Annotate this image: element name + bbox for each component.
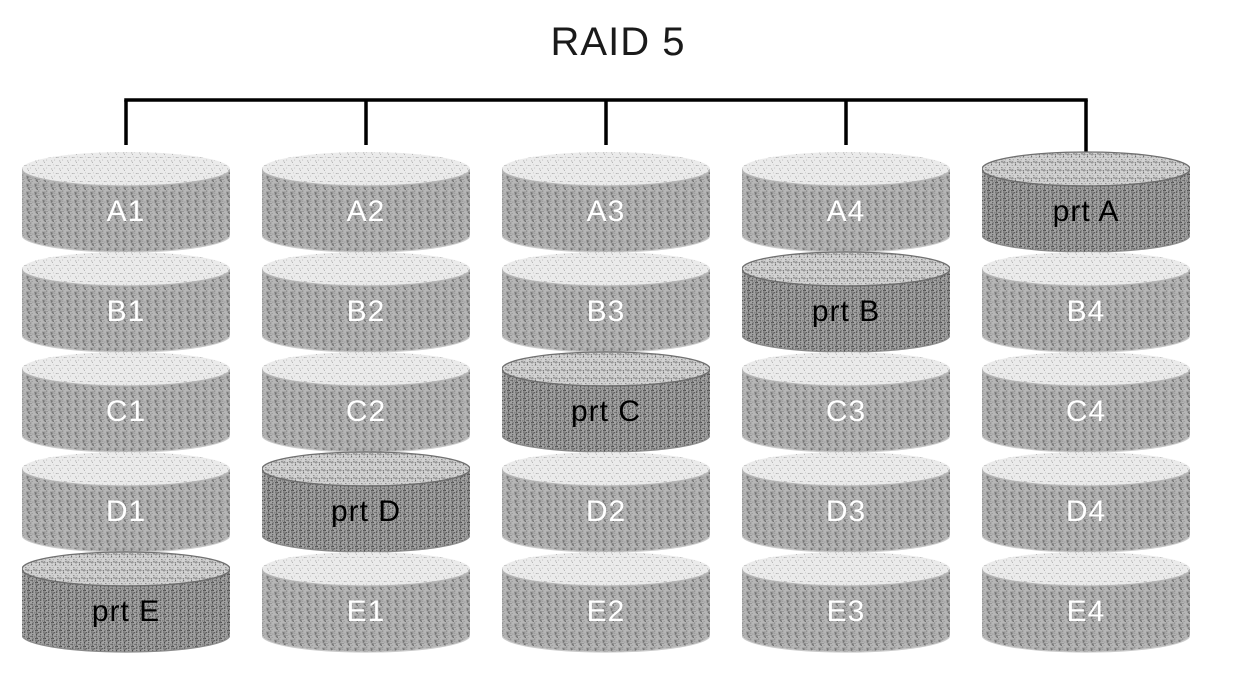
disk-block-5-5[interactable]: E4 bbox=[982, 550, 1190, 654]
cylinder-icon bbox=[742, 552, 950, 653]
disk-block-1-3[interactable]: C1 bbox=[22, 350, 230, 454]
cylinder-icon bbox=[742, 251, 950, 353]
cylinder-icon bbox=[502, 252, 710, 353]
cylinder-icon bbox=[742, 152, 950, 253]
cylinder-icon bbox=[502, 452, 710, 553]
cylinder-icon bbox=[982, 552, 1190, 653]
cylinder-icon bbox=[982, 452, 1190, 553]
disk-block-4-1[interactable]: A4 bbox=[742, 150, 950, 254]
disk-block-4-3[interactable]: C3 bbox=[742, 350, 950, 454]
cylinder-icon bbox=[262, 552, 470, 653]
cylinder-icon bbox=[262, 352, 470, 453]
disk-block-3-4[interactable]: D2 bbox=[502, 450, 710, 554]
cylinder-icon bbox=[262, 451, 470, 553]
cylinder-icon bbox=[22, 352, 230, 453]
disk-block-3-3[interactable]: prt C bbox=[502, 350, 710, 454]
cylinder-icon bbox=[742, 352, 950, 453]
cylinder-icon bbox=[982, 352, 1190, 453]
disk-block-5-4[interactable]: D4 bbox=[982, 450, 1190, 554]
disk-block-2-3[interactable]: C2 bbox=[262, 350, 470, 454]
disk-block-3-2[interactable]: B3 bbox=[502, 250, 710, 354]
cylinder-icon bbox=[982, 151, 1190, 253]
disk-block-3-5[interactable]: E2 bbox=[502, 550, 710, 654]
disk-block-5-1[interactable]: prt A bbox=[982, 150, 1190, 254]
cylinder-icon bbox=[502, 351, 710, 453]
cylinder-icon bbox=[22, 152, 230, 253]
cylinder-icon bbox=[502, 552, 710, 653]
cylinder-icon bbox=[22, 252, 230, 353]
disk-block-1-2[interactable]: B1 bbox=[22, 250, 230, 354]
cylinder-icon bbox=[262, 252, 470, 353]
disk-block-2-1[interactable]: A2 bbox=[262, 150, 470, 254]
disk-block-2-5[interactable]: E1 bbox=[262, 550, 470, 654]
disk-block-2-4[interactable]: prt D bbox=[262, 450, 470, 554]
diagram-title: RAID 5 bbox=[550, 20, 686, 64]
disk-block-1-1[interactable]: A1 bbox=[22, 150, 230, 254]
disk-block-1-4[interactable]: D1 bbox=[22, 450, 230, 554]
cylinder-icon bbox=[22, 452, 230, 553]
disk-block-3-1[interactable]: A3 bbox=[502, 150, 710, 254]
disk-block-2-2[interactable]: B2 bbox=[262, 250, 470, 354]
connector-bus bbox=[124, 98, 1088, 152]
disk-block-4-4[interactable]: D3 bbox=[742, 450, 950, 554]
cylinder-icon bbox=[22, 551, 230, 653]
disk-block-1-5[interactable]: prt E bbox=[22, 550, 230, 654]
disk-block-4-2[interactable]: prt B bbox=[742, 250, 950, 354]
cylinder-icon bbox=[742, 452, 950, 553]
cylinder-icon bbox=[262, 152, 470, 253]
disk-block-5-2[interactable]: B4 bbox=[982, 250, 1190, 354]
cylinder-icon bbox=[502, 152, 710, 253]
disk-block-5-3[interactable]: C4 bbox=[982, 350, 1190, 454]
cylinder-icon bbox=[982, 252, 1190, 353]
disk-block-4-5[interactable]: E3 bbox=[742, 550, 950, 654]
